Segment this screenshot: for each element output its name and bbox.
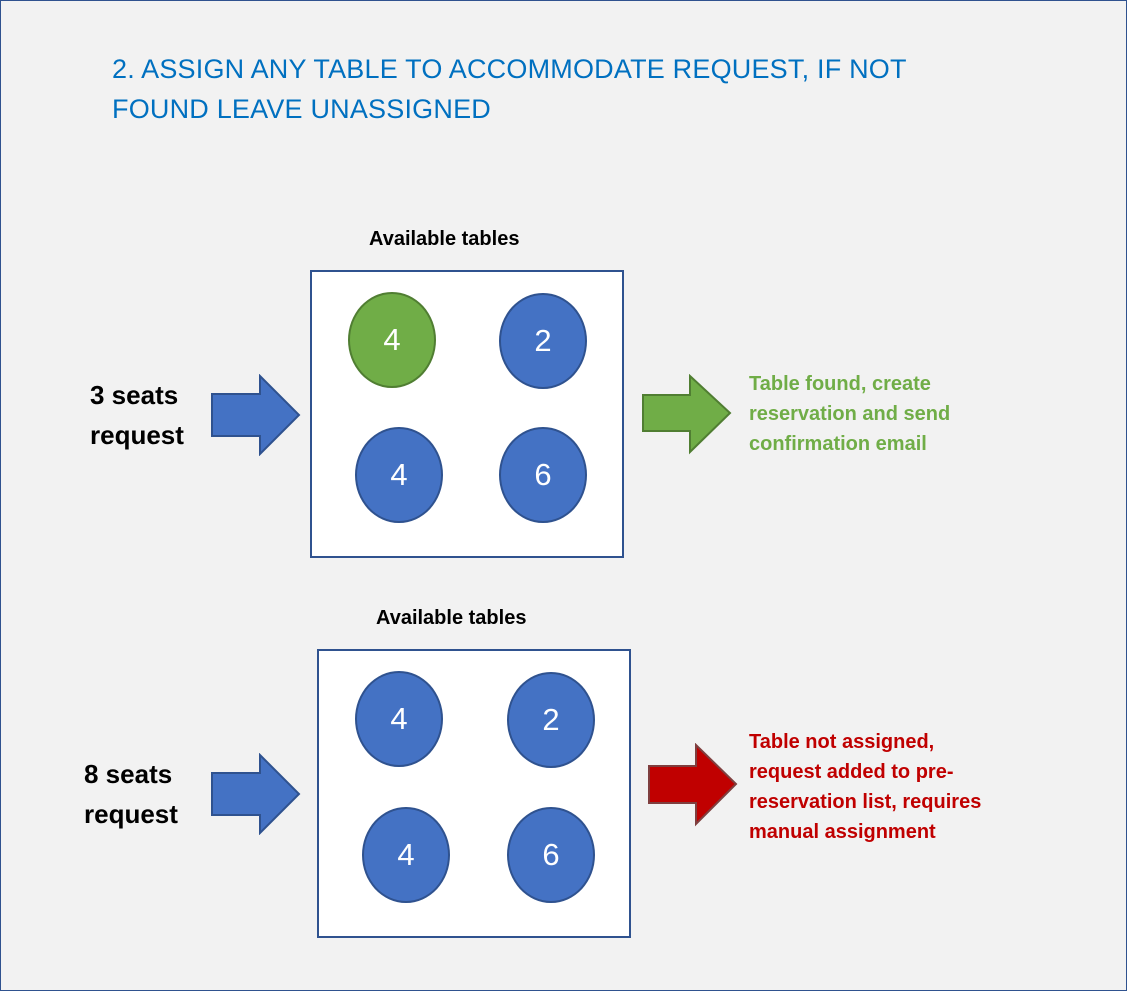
right-arrow-icon xyxy=(648,743,738,827)
outcome-line: request added to pre- xyxy=(749,761,954,783)
request-label: 3 seats request xyxy=(90,375,184,455)
table: 4 xyxy=(355,671,443,767)
table: 4 xyxy=(362,807,450,903)
table: 6 xyxy=(507,807,595,903)
request-word: request xyxy=(90,420,184,450)
table: 2 xyxy=(499,293,587,389)
table-seats: 2 xyxy=(542,702,560,737)
table: 2 xyxy=(507,672,595,768)
request-seats: 3 seats xyxy=(90,380,179,410)
outcome-line: Table found, create xyxy=(749,373,931,395)
table-found: 4 xyxy=(348,292,436,388)
available-tables-label: Available tables xyxy=(376,607,527,629)
table-seats: 2 xyxy=(534,323,552,358)
outcome-line: reservation list, requires xyxy=(749,791,982,813)
available-tables-box: 4 2 4 6 xyxy=(310,270,624,558)
outcome-line: reservation and send xyxy=(749,403,951,425)
title-line-2: FOUND LEAVE UNASSIGNED xyxy=(112,94,491,124)
right-arrow-icon xyxy=(642,374,732,455)
table-seats: 4 xyxy=(390,701,408,736)
right-arrow-icon xyxy=(211,753,301,835)
request-label: 8 seats request xyxy=(84,754,178,834)
table-seats: 6 xyxy=(534,457,552,492)
available-tables-box: 4 2 4 6 xyxy=(317,649,631,938)
outcome-line: confirmation email xyxy=(749,433,927,455)
outcome-line: Table not assigned, xyxy=(749,731,935,753)
table-seats: 4 xyxy=(383,322,401,357)
table: 4 xyxy=(355,427,443,523)
right-arrow-icon xyxy=(211,374,301,456)
table-seats: 4 xyxy=(390,457,408,492)
available-tables-label: Available tables xyxy=(369,228,520,250)
outcome-line: manual assignment xyxy=(749,821,936,843)
table-seats: 6 xyxy=(542,837,560,872)
request-word: request xyxy=(84,799,178,829)
table-seats: 4 xyxy=(397,837,415,872)
table: 6 xyxy=(499,427,587,523)
title-line-1: 2. ASSIGN ANY TABLE TO ACCOMMODATE REQUE… xyxy=(112,54,907,84)
request-seats: 8 seats xyxy=(84,759,173,789)
page-title: 2. ASSIGN ANY TABLE TO ACCOMMODATE REQUE… xyxy=(112,49,1012,129)
outcome-found-text: Table found, create reservation and send… xyxy=(749,369,950,459)
outcome-not-assigned-text: Table not assigned, request added to pre… xyxy=(749,727,981,847)
